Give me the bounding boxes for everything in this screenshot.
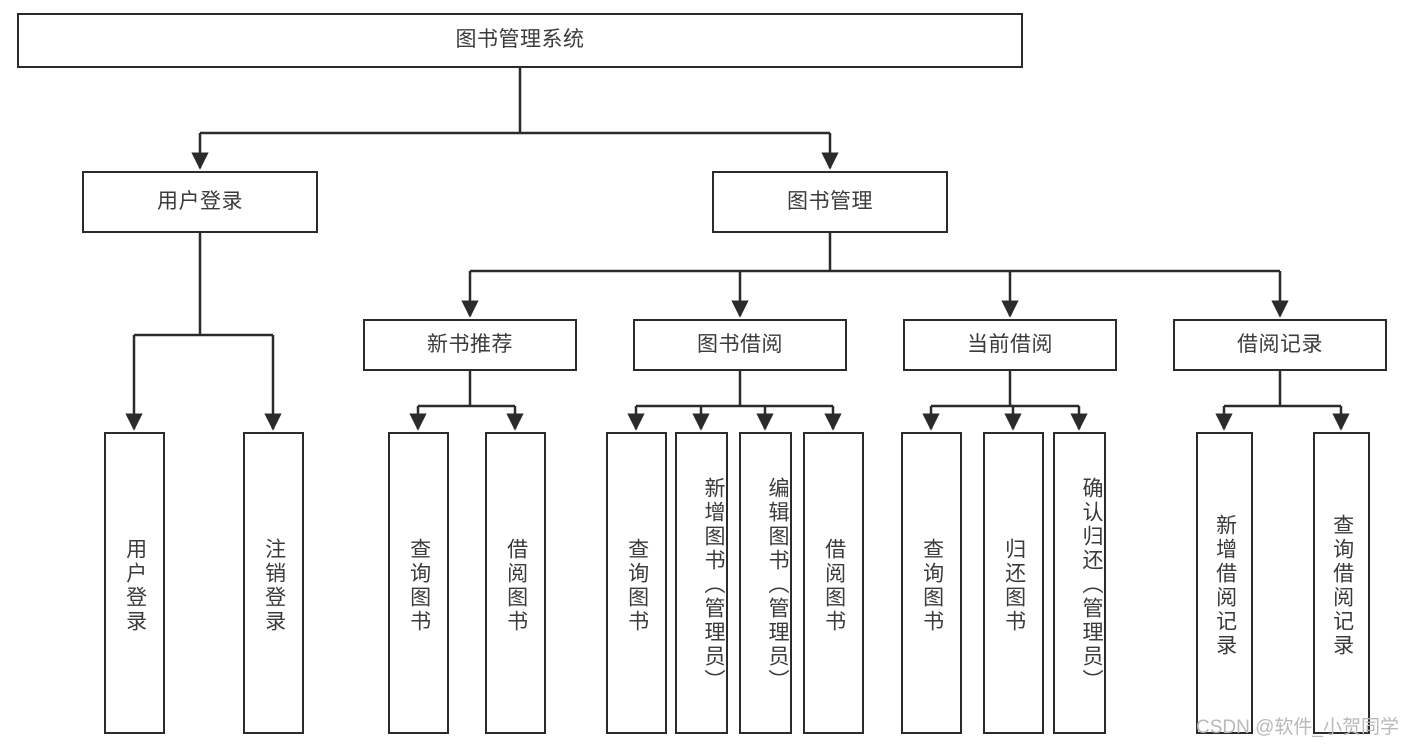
node-root[interactable]: 图书管理系统 (17, 13, 1023, 68)
node-book-borrow[interactable]: 图书借阅 (633, 319, 847, 371)
node-leaf-confirm-return-label: 确认归还（管理员） (1080, 477, 1103, 693)
node-leaf-return-book[interactable]: 归还图书 (983, 432, 1044, 734)
node-leaf-user-login[interactable]: 用户登录 (104, 432, 165, 734)
node-leaf-query-book-2-label: 查询图书 (625, 538, 649, 634)
node-borrow-record-label: 借阅记录 (1237, 332, 1323, 356)
node-leaf-query-record[interactable]: 查询借阅记录 (1313, 432, 1370, 734)
node-leaf-user-login-label: 用户登录 (123, 538, 147, 634)
node-current-borrow-label: 当前借阅 (967, 332, 1053, 356)
node-borrow-record[interactable]: 借阅记录 (1173, 319, 1387, 371)
node-book-manage-label: 图书管理 (787, 189, 873, 213)
node-book-manage[interactable]: 图书管理 (712, 171, 948, 233)
node-leaf-logout-label: 注销登录 (262, 538, 286, 634)
node-leaf-query-record-label: 查询借阅记录 (1330, 514, 1354, 658)
node-leaf-edit-book-label: 编辑图书（管理员） (766, 477, 789, 693)
node-leaf-add-book[interactable]: 新增图书（管理员） (675, 432, 728, 734)
node-leaf-add-record[interactable]: 新增借阅记录 (1196, 432, 1253, 734)
node-leaf-edit-book[interactable]: 编辑图书（管理员） (739, 432, 792, 734)
node-leaf-confirm-return[interactable]: 确认归还（管理员） (1053, 432, 1106, 734)
node-leaf-logout[interactable]: 注销登录 (243, 432, 304, 734)
node-new-book-recommend-label: 新书推荐 (427, 332, 513, 356)
node-new-book-recommend[interactable]: 新书推荐 (363, 319, 577, 371)
node-leaf-borrow-book-1[interactable]: 借阅图书 (485, 432, 546, 734)
node-leaf-return-book-label: 归还图书 (1002, 538, 1026, 634)
node-leaf-borrow-book-2-label: 借阅图书 (822, 538, 846, 634)
node-leaf-query-book-1[interactable]: 查询图书 (388, 432, 449, 734)
node-book-borrow-label: 图书借阅 (697, 332, 783, 356)
node-leaf-query-book-3-label: 查询图书 (920, 538, 944, 634)
node-current-borrow[interactable]: 当前借阅 (903, 319, 1117, 371)
node-leaf-add-book-label: 新增图书（管理员） (702, 477, 725, 693)
node-root-label: 图书管理系统 (455, 28, 585, 52)
node-user-login[interactable]: 用户登录 (82, 171, 318, 233)
node-leaf-query-book-1-label: 查询图书 (407, 538, 431, 634)
csdn-watermark: CSDN @软件_小贺同学 (1196, 717, 1399, 738)
node-user-login-label: 用户登录 (157, 189, 243, 213)
node-leaf-borrow-book-1-label: 借阅图书 (504, 538, 528, 634)
node-leaf-query-book-2[interactable]: 查询图书 (606, 432, 667, 734)
node-leaf-add-record-label: 新增借阅记录 (1213, 514, 1237, 658)
node-leaf-query-book-3[interactable]: 查询图书 (901, 432, 962, 734)
node-leaf-borrow-book-2[interactable]: 借阅图书 (803, 432, 864, 734)
